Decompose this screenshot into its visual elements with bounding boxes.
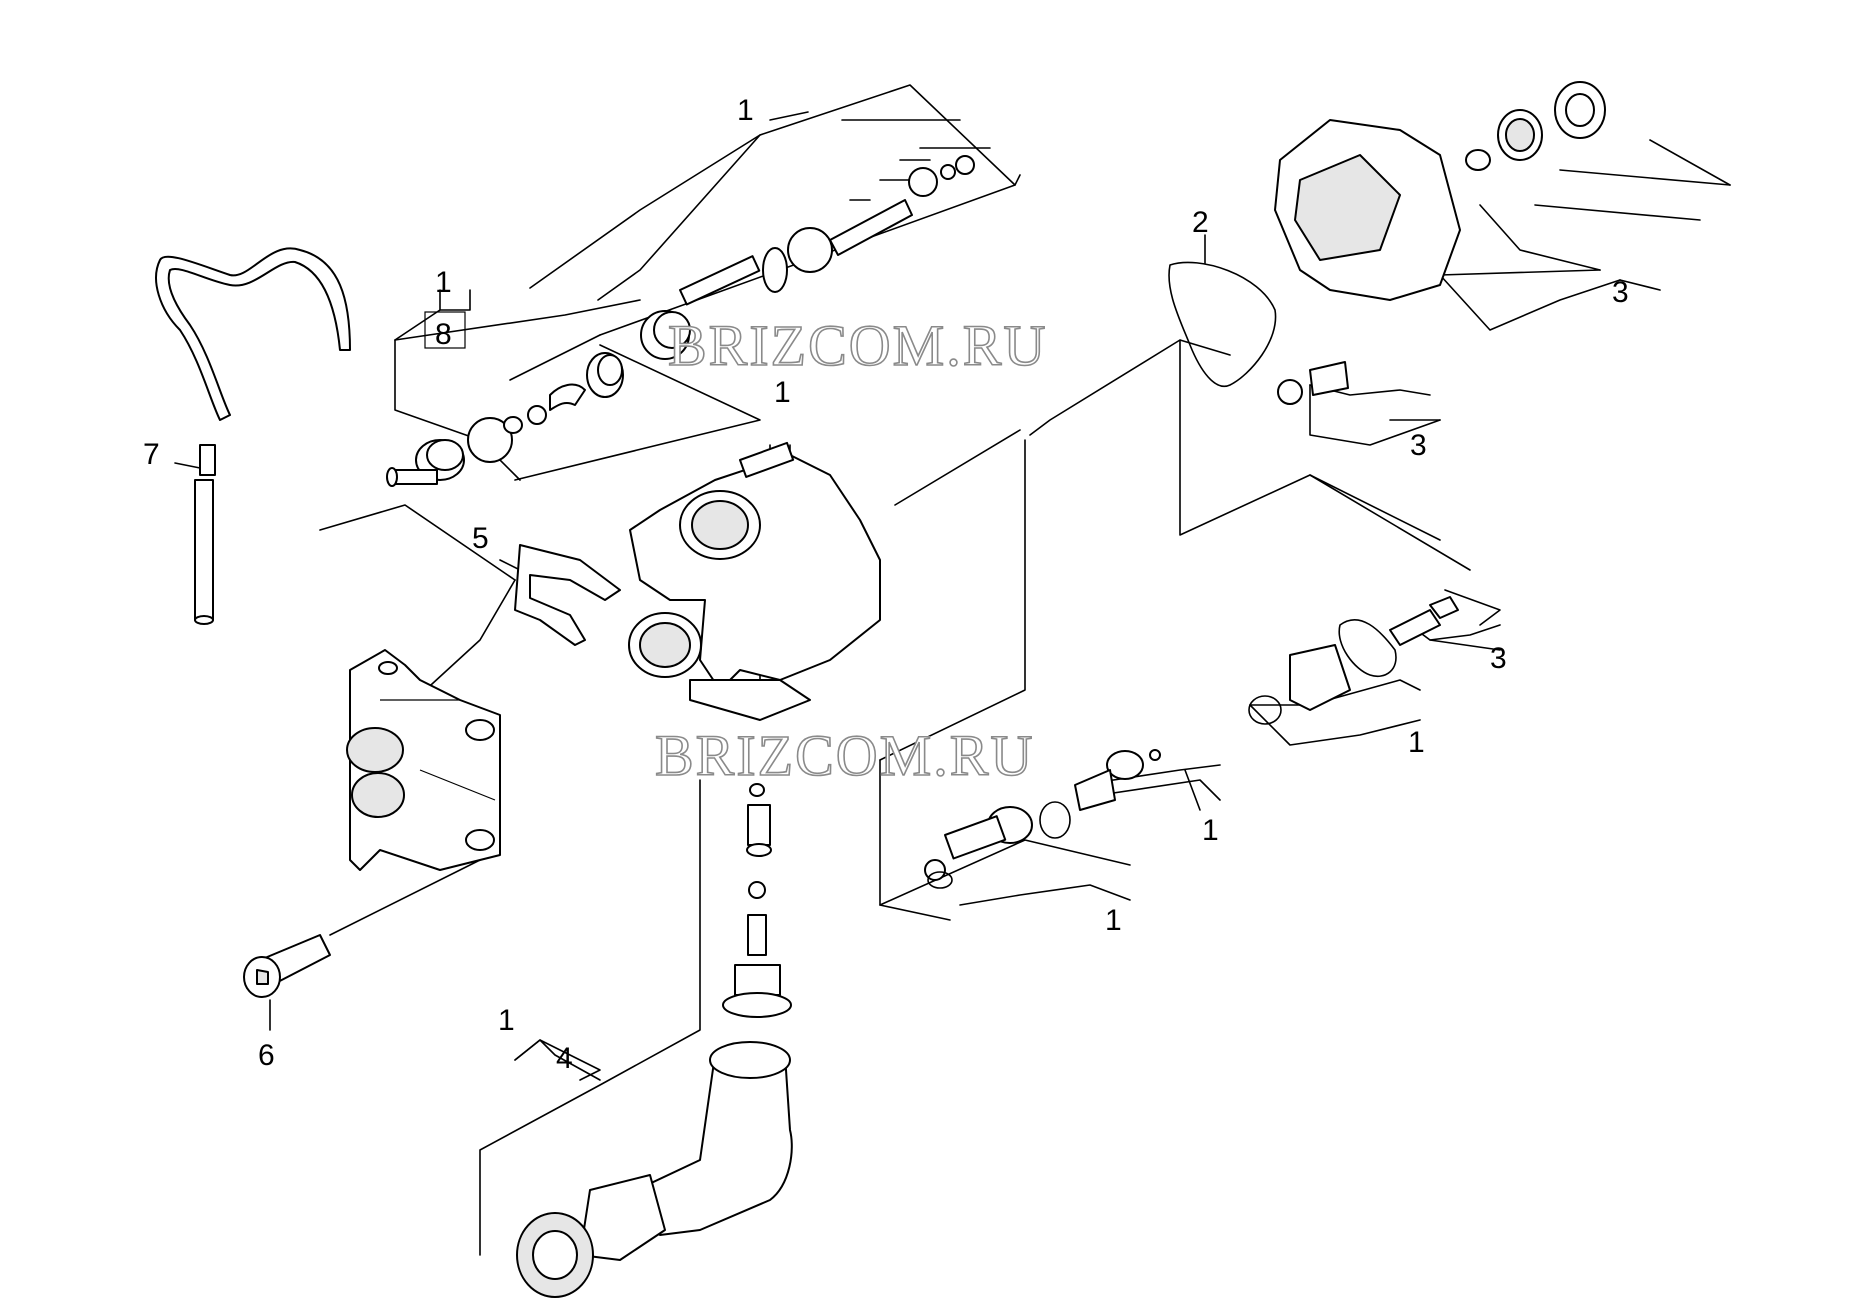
callout-6: 6: [258, 1039, 275, 1072]
callout-4: 4: [556, 1042, 573, 1075]
housing-top-right: [1274, 81, 1606, 301]
inlet-elbow: [516, 1041, 793, 1298]
callout-2: 2: [1192, 206, 1209, 239]
callout-1-left-upper: 1: [435, 266, 452, 299]
valve-fitting-left: [386, 352, 624, 487]
o-ring-gasket: [1168, 261, 1277, 388]
pump-housing: [628, 441, 881, 721]
small-valve-center: [924, 749, 1161, 889]
cylinder-head: [346, 649, 501, 871]
callout-1-valve-a: 1: [1202, 814, 1219, 847]
valve-group-right: [1248, 596, 1459, 725]
check-valve-stack: [722, 783, 792, 1018]
callout-1-center: 1: [774, 376, 791, 409]
callout-labels: 1 1 8 1 2 3 3 3 7 5 6 1 4 1 1 1: [143, 94, 1629, 1075]
bolt: [243, 934, 331, 998]
valve-assembly-top: [640, 155, 975, 360]
callout-3-top: 3: [1612, 276, 1629, 309]
callout-1-right: 1: [1408, 726, 1425, 759]
callout-8: 8: [435, 318, 452, 351]
watermark-lower: BRIZCOM.RU: [655, 723, 1034, 788]
callout-1-top: 1: [737, 94, 754, 127]
watermark-upper: BRIZCOM.RU: [668, 313, 1047, 378]
hose: [155, 247, 351, 625]
callout-3-right: 3: [1490, 642, 1507, 675]
bracket: [514, 544, 621, 646]
callout-1-valve-b: 1: [1105, 904, 1122, 937]
callout-3-mid: 3: [1410, 429, 1427, 462]
callout-1-left-lower: 1: [498, 1004, 515, 1037]
callout-8-box: [424, 311, 466, 349]
spring-seat-mid: [1277, 361, 1349, 405]
callout-5: 5: [472, 522, 489, 555]
callout-7: 7: [143, 438, 160, 471]
